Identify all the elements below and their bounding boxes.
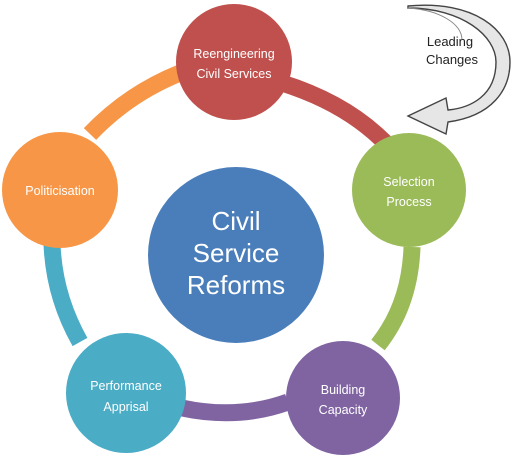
node-circle-building [286,341,400,455]
node-circle-reengineering [176,4,292,120]
node-label-reengineering-line-2: Civil Services [196,67,271,81]
node-reengineering: Reengineering Civil Services [176,4,292,120]
node-circle-performance [66,333,186,453]
node-label-building-line-1: Building [321,383,366,397]
leading-changes-arrow: Leading Changes [406,4,511,136]
curved-arrow-icon [406,4,511,136]
connector-politicisation-to-reengineering [83,65,184,140]
arrow-label-line-2: Changes [426,52,479,67]
node-politicisation: Politicisation [2,132,118,248]
node-circle-selection [352,133,466,247]
arrow-label-line-1: Leading [427,34,473,49]
center-label-line-2: Service [193,238,280,268]
node-circle-politicisation [2,132,118,248]
node-label-selection-line-1: Selection [383,175,434,189]
arrow-inner-fold [407,7,463,41]
connector-selection-to-building [371,246,421,351]
node-label-performance-line-1: Performance [90,379,162,393]
node-label-performance-line-2: Apprisal [103,400,148,414]
connector-building-to-performance [180,393,291,422]
center-label-line-1: Civil [211,206,260,236]
center-label-line-3: Reforms [187,270,285,300]
node-label-building-line-2: Capacity [319,403,368,417]
connector-performance-to-politicisation [43,243,88,347]
node-selection: Selection Process [352,133,466,247]
connector-reengineering-to-selection [279,74,399,156]
node-label-politicisation: Politicisation [25,184,95,198]
node-label-selection-line-2: Process [386,195,431,209]
node-building: Building Capacity [286,341,400,455]
center-node: Civil Service Reforms [148,167,324,343]
node-performance: Performance Apprisal [66,333,186,453]
center-circle [148,167,324,343]
node-label-reengineering-line-1: Reengineering [193,47,274,61]
